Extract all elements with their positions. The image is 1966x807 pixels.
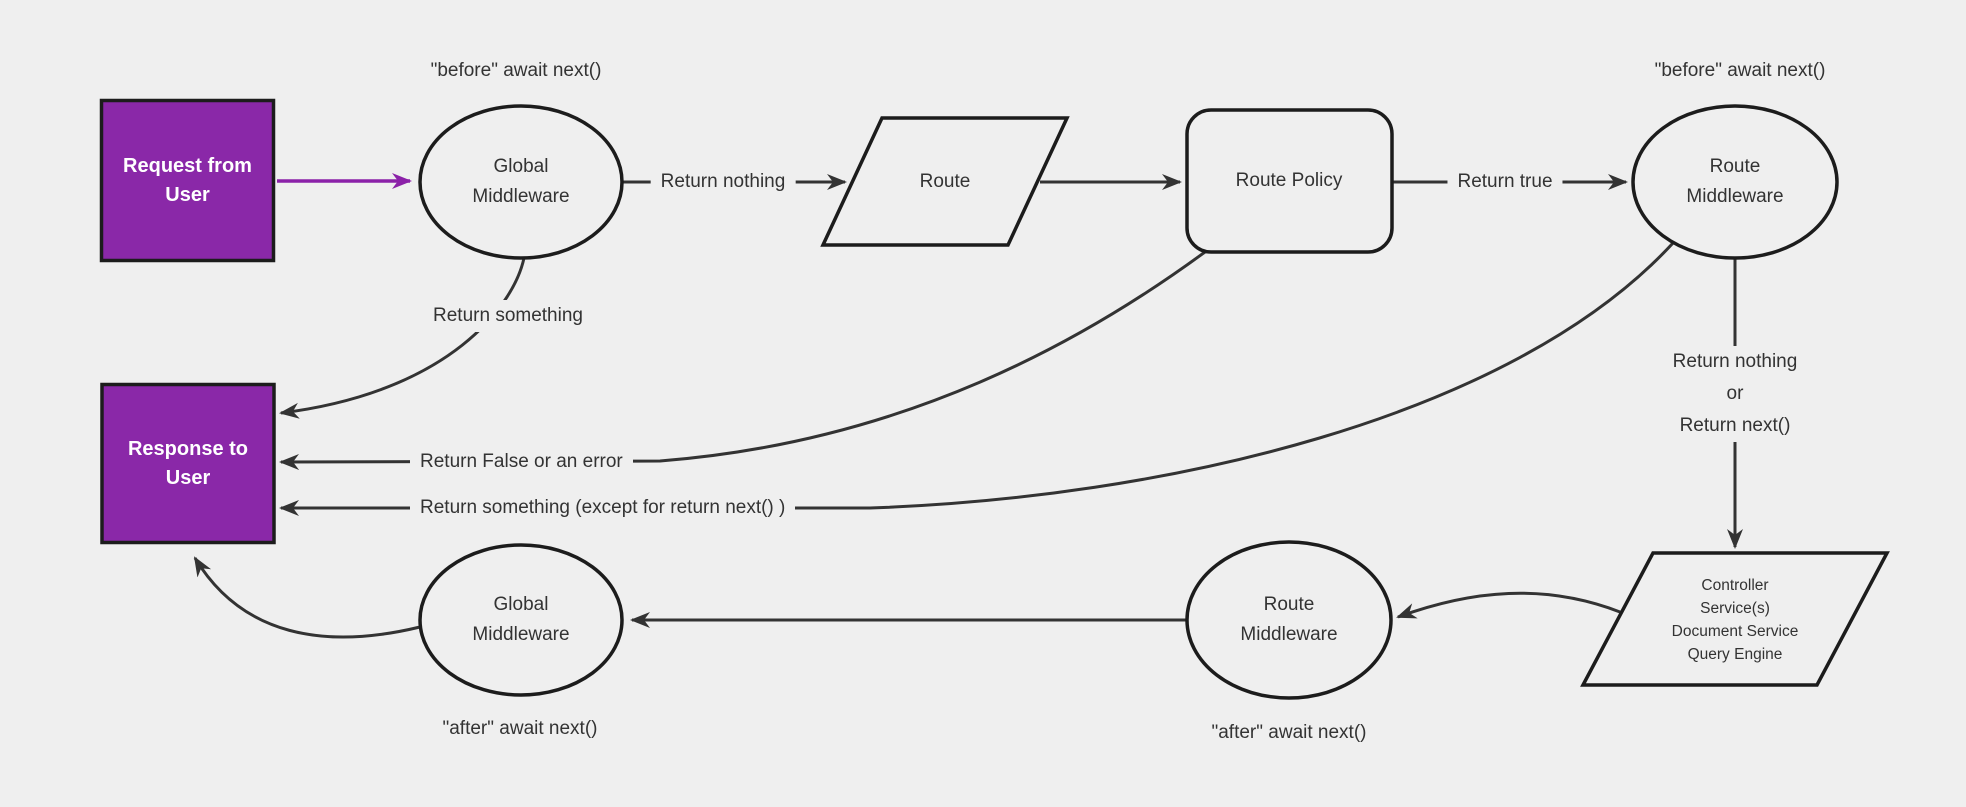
edge-global-middleware-return-something xyxy=(279,257,526,419)
route-policy-node xyxy=(1185,108,1394,254)
controller-services-node xyxy=(1580,551,1890,687)
edge-route-policy-return-false xyxy=(279,250,1206,470)
global-middleware-top-node xyxy=(418,104,624,260)
global-middleware-bottom-node xyxy=(418,543,624,697)
route-node xyxy=(820,116,1070,247)
route-middleware-bottom-node xyxy=(1185,540,1393,700)
route-middleware-top-node xyxy=(1631,104,1839,260)
edge-global-middleware-bottom-to-response xyxy=(193,556,421,639)
response-to-user-node xyxy=(100,382,276,545)
request-from-user-node xyxy=(99,98,276,263)
edge-route-middleware-return-something-except xyxy=(279,241,1675,516)
edge-controller-to-route-middleware-bottom xyxy=(1396,591,1621,619)
